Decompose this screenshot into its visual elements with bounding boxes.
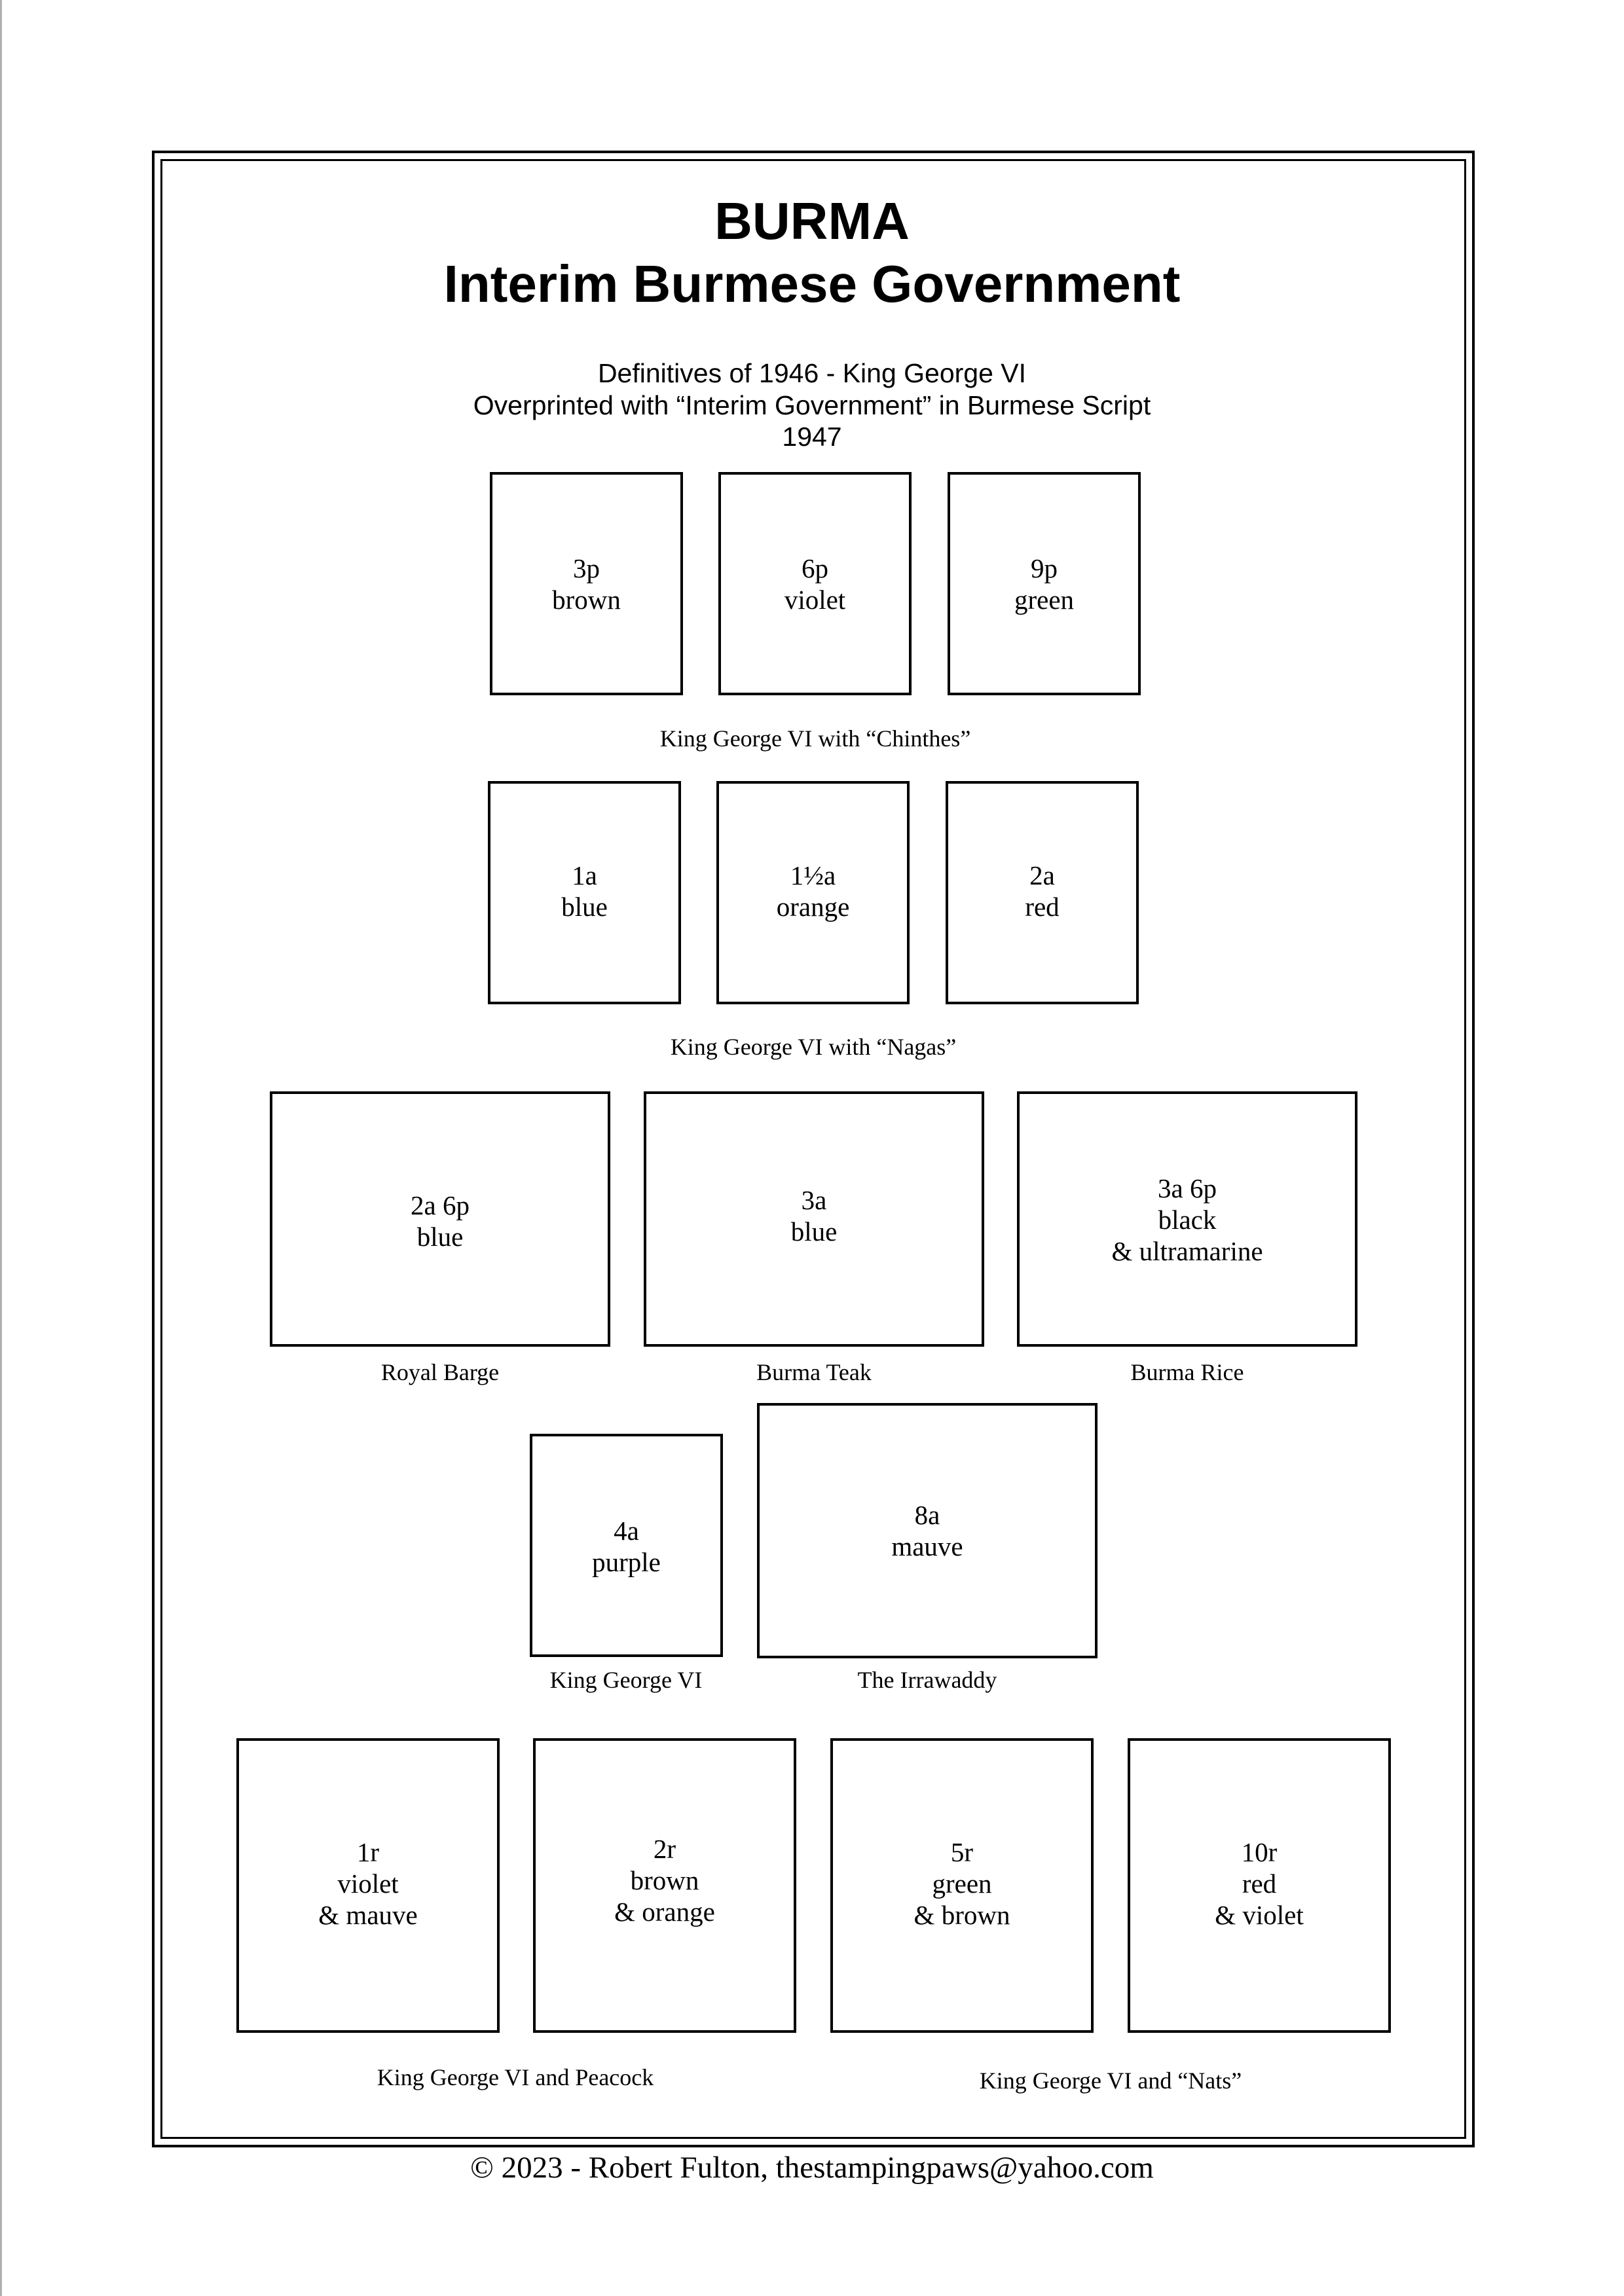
stamp-box: 3p brown: [490, 472, 683, 695]
album-frame-outer: [152, 151, 1475, 2147]
stamp-color: purple: [592, 1547, 661, 1577]
stamp-caption: Royal Barge: [380, 1359, 500, 1385]
stamp-color: blue: [790, 1216, 838, 1247]
stamp-color: blue: [416, 1222, 464, 1252]
stamp-box: 2a 6p blue: [270, 1091, 610, 1347]
stamp-box: 3a 6p black & ultramarine: [1017, 1091, 1357, 1347]
stamp-value: 3p: [573, 553, 600, 583]
stamp-box: 5r green & brown: [830, 1738, 1094, 2033]
stamp-color: green: [932, 1868, 992, 1899]
overprint-description: Overprinted with “Interim Government” in…: [473, 390, 1151, 420]
stamp-color: red: [1242, 1868, 1277, 1899]
album-frame-inner: [160, 159, 1466, 2139]
stamp-caption: King George VI and Peacock: [377, 2064, 654, 2090]
copyright-footer: © 2023 - Robert Fulton, thestampingpaws@…: [470, 2151, 1154, 2185]
stamp-box: 4a purple: [530, 1434, 723, 1657]
stamp-color-secondary: & violet: [1215, 1900, 1304, 1930]
stamp-box: 6p violet: [718, 472, 912, 695]
stamp-box: 10r red & violet: [1128, 1738, 1391, 2033]
stamp-color: blue: [561, 892, 608, 922]
page-title: BURMA: [714, 192, 910, 250]
stamp-value: 6p: [802, 553, 828, 583]
stamp-value: 5r: [950, 1837, 974, 1867]
stamp-caption: King George VI and “Nats”: [979, 2068, 1242, 2094]
stamp-value: 8a: [914, 1500, 940, 1530]
page-edge: [0, 0, 2, 2296]
stamp-color-secondary: & mauve: [318, 1900, 418, 1930]
stamp-caption: The Irrawaddy: [857, 1667, 997, 1693]
stamp-color-secondary: & brown: [913, 1900, 1010, 1930]
stamp-color: brown: [630, 1865, 699, 1895]
stamp-value: 2r: [653, 1834, 676, 1864]
stamp-color: green: [1014, 585, 1075, 615]
stamp-box: 8a mauve: [757, 1403, 1098, 1658]
stamp-color: violet: [784, 585, 846, 615]
stamp-caption: Burma Rice: [1130, 1359, 1244, 1385]
stamp-value: 1a: [572, 860, 597, 890]
stamp-box: 1a blue: [488, 781, 681, 1004]
stamp-value: 1r: [356, 1837, 380, 1867]
stamp-color: black: [1158, 1205, 1217, 1235]
stamp-box: 2a red: [946, 781, 1139, 1004]
stamp-value: 2a: [1029, 860, 1055, 890]
issue-year: 1947: [782, 422, 842, 452]
stamp-value: 1½a: [790, 860, 836, 890]
stamp-caption: King George VI with “Chinthes”: [659, 725, 971, 752]
stamp-value: 10r: [1241, 1837, 1278, 1867]
stamp-value: 3a 6p: [1158, 1173, 1217, 1203]
stamp-value: 9p: [1031, 553, 1058, 583]
stamp-color: red: [1025, 892, 1060, 922]
stamp-color: orange: [776, 892, 850, 922]
stamp-box: 3a blue: [644, 1091, 984, 1347]
stamp-color: brown: [552, 585, 621, 615]
stamp-value: 2a 6p: [411, 1190, 470, 1220]
page-subtitle-heading: Interim Burmese Government: [443, 255, 1181, 313]
stamp-caption: King George VI: [549, 1667, 703, 1693]
stamp-box: 1½a orange: [716, 781, 910, 1004]
stamp-box: 9p green: [948, 472, 1141, 695]
stamp-box: 2r brown & orange: [533, 1738, 796, 2033]
stamp-value: 4a: [614, 1516, 639, 1546]
stamp-color: mauve: [891, 1531, 963, 1561]
stamp-caption: Burma Teak: [756, 1359, 872, 1385]
stamp-color-secondary: & orange: [614, 1897, 715, 1927]
stamp-color-secondary: & ultramarine: [1111, 1236, 1263, 1266]
stamp-box: 1r violet & mauve: [236, 1738, 500, 2033]
stamp-color: violet: [337, 1868, 399, 1899]
issue-description: Definitives of 1946 - King George VI: [597, 358, 1027, 388]
stamp-caption: King George VI with “Nagas”: [670, 1034, 957, 1060]
stamp-value: 3a: [801, 1185, 827, 1215]
